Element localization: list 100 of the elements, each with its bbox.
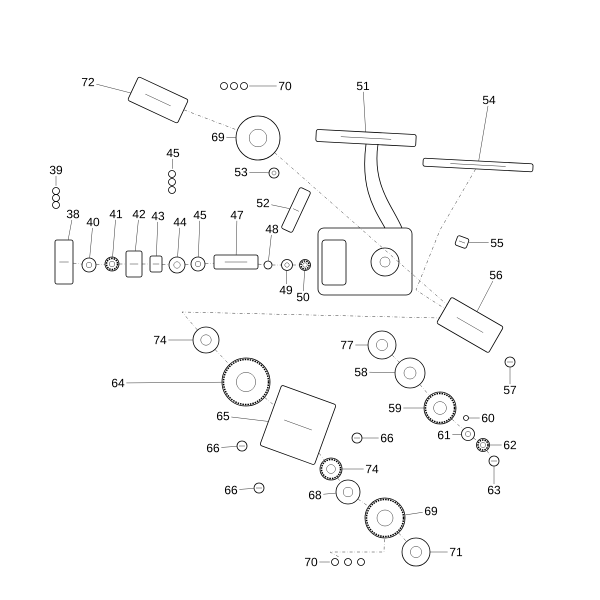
center-line <box>358 498 369 506</box>
gear-drawing <box>104 256 120 272</box>
washer-drawing <box>394 358 426 388</box>
callout-number: 66 <box>380 434 394 442</box>
callout-number: 77 <box>340 340 354 350</box>
center-line <box>398 532 406 542</box>
center-line <box>473 438 478 442</box>
callout-number: 70 <box>278 82 292 90</box>
housing-drawing <box>260 385 336 465</box>
center-line <box>258 264 264 265</box>
screw-drawing <box>504 356 516 368</box>
bail-wire-drawing <box>422 158 534 172</box>
screw-drawing <box>168 170 176 194</box>
callout-number: 64 <box>112 378 124 388</box>
center-line <box>205 262 214 264</box>
callout-number: 49 <box>280 286 292 294</box>
plate-drawing <box>54 240 74 284</box>
center-line <box>392 354 400 362</box>
callout-number: 74 <box>366 464 378 474</box>
center-line <box>416 169 476 309</box>
callout-number: 71 <box>450 548 462 556</box>
callout-number: 39 <box>50 166 62 174</box>
cover-drawing <box>436 297 504 353</box>
callout-number: 52 <box>256 198 270 208</box>
gear-drawing <box>299 259 311 271</box>
callout-number: 45 <box>194 210 206 220</box>
center-line <box>274 152 447 305</box>
washer-drawing <box>281 259 293 271</box>
callout-number: 44 <box>174 218 186 226</box>
leader-line <box>490 444 502 446</box>
callout-number: 47 <box>230 210 244 220</box>
bushing-drawing <box>150 256 162 272</box>
leader-line <box>135 220 139 251</box>
callout-number: 54 <box>482 96 496 104</box>
center-line <box>272 264 282 266</box>
center-line <box>96 264 105 265</box>
screw-drawing <box>52 187 60 209</box>
leader-line <box>226 137 236 138</box>
callout-number: 61 <box>438 430 450 440</box>
leader-line <box>286 270 287 284</box>
washer-drawing <box>336 480 360 504</box>
leader-line <box>363 92 366 132</box>
screw-drawing <box>236 440 248 452</box>
screw-drawing <box>488 456 500 466</box>
shaft-drawing <box>214 254 258 270</box>
leader-line <box>404 512 423 516</box>
reel-foot-drawing <box>315 129 417 147</box>
callout-number: 69 <box>212 132 224 142</box>
callout-number: 66 <box>224 486 238 494</box>
callout-number: 63 <box>488 486 500 494</box>
drum-drawing <box>126 250 142 278</box>
washer-drawing <box>461 427 475 441</box>
leader-line <box>268 234 272 261</box>
flange-drawing <box>364 498 406 538</box>
washer-drawing <box>264 260 272 270</box>
center-line <box>73 262 82 264</box>
callout-number: 41 <box>110 210 122 218</box>
leader-line <box>342 468 364 470</box>
center-line <box>338 478 341 482</box>
center-line <box>182 312 440 330</box>
center-line <box>420 384 430 396</box>
center-line <box>264 397 274 406</box>
callout-number: 58 <box>354 368 368 376</box>
screw-drawing <box>220 82 248 90</box>
leader-line <box>177 228 180 257</box>
handle-drawing <box>128 76 188 124</box>
callout-number: 53 <box>234 168 248 176</box>
leader-line <box>239 488 254 490</box>
center-line <box>185 264 191 265</box>
callout-number: 59 <box>388 404 402 412</box>
leader-line <box>236 220 238 255</box>
center-line <box>184 110 238 130</box>
screw-drawing <box>254 482 264 494</box>
washer-drawing <box>82 258 96 272</box>
leader-line <box>221 446 237 448</box>
callout-number: 51 <box>356 82 370 90</box>
callout-number: 74 <box>154 336 166 344</box>
center-line <box>292 264 300 266</box>
callout-number: 38 <box>66 210 80 218</box>
leader-line <box>89 228 93 258</box>
leader-line <box>231 416 268 422</box>
bearing-drawing <box>168 256 186 274</box>
callout-number: 40 <box>86 218 100 226</box>
bail-arm-drawing <box>281 187 311 233</box>
bearing-drawing <box>192 326 220 354</box>
bearing-drawing <box>320 458 342 480</box>
leader-line <box>249 172 269 174</box>
bearing-drawing <box>476 438 490 452</box>
leader-line <box>198 220 200 257</box>
callout-number: 72 <box>82 78 94 86</box>
screw-drawing <box>352 432 362 444</box>
callout-number: 42 <box>132 210 146 218</box>
disc-drawing <box>236 116 280 160</box>
center-line <box>318 452 324 460</box>
leader-line <box>96 84 131 94</box>
leader-line <box>468 242 489 243</box>
center-line <box>486 450 492 457</box>
center-line <box>330 538 385 557</box>
callout-number: 56 <box>490 270 502 280</box>
leader-line <box>323 492 336 494</box>
